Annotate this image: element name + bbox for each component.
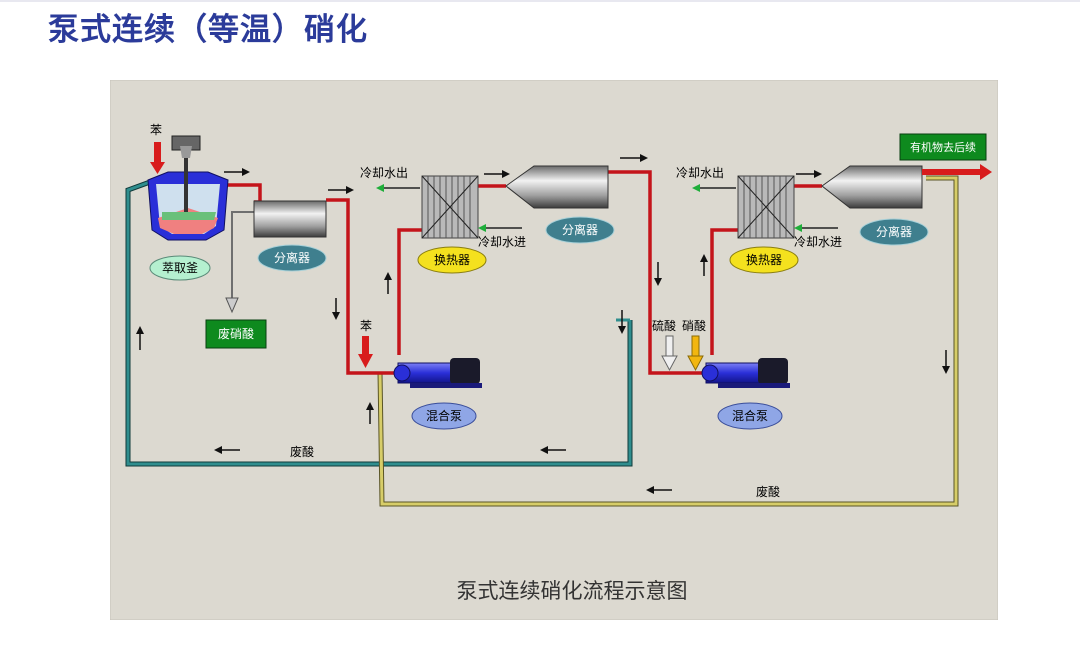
mixing-pump-1-label: 混合泵 xyxy=(426,408,462,423)
extraction-kettle-label: 萃取釜 xyxy=(162,260,198,275)
sulfuric-acid-label: 硫酸 xyxy=(652,318,676,333)
yellow-waste-acid-loop xyxy=(377,175,959,507)
cooling-out-1-head-icon xyxy=(376,184,384,192)
benzene-feed-arrow xyxy=(150,142,165,174)
benzene-feed-label: 苯 xyxy=(150,123,162,137)
organic-product-box xyxy=(899,133,987,161)
sulfuric-acid-inlet-arrow xyxy=(661,335,678,372)
separator-1 xyxy=(253,200,327,238)
separator-3-label: 分离器 xyxy=(876,224,912,239)
drain-arrow-icon xyxy=(225,297,239,314)
cooling-in-1-head-icon xyxy=(478,224,486,232)
waste-sulfuric-drain xyxy=(231,211,255,298)
cooling-water-in-1-label: 冷却水进 xyxy=(478,235,526,249)
mixing-pump-2-label: 混合泵 xyxy=(732,408,768,423)
nitric-acid-inlet-arrow xyxy=(687,335,704,372)
mixing-pump-2 xyxy=(701,358,790,388)
mixing-pump-2-badge xyxy=(717,402,783,430)
benzene-label-1: 苯 xyxy=(360,319,372,333)
heat-exchanger-2-label: 换热器 xyxy=(746,253,782,267)
heat-exchanger-1 xyxy=(421,175,479,239)
heat-exchanger-1-badge xyxy=(417,246,487,274)
organic-outlet-arrow-icon xyxy=(922,164,992,180)
waste-acid-label-teal: 废酸 xyxy=(290,444,314,459)
heat-exchanger-1-label: 换热器 xyxy=(434,253,470,267)
cooling-water-in-2-label: 冷却水进 xyxy=(794,235,842,249)
extraction-kettle xyxy=(147,135,229,241)
separator-2-label: 分离器 xyxy=(562,222,598,237)
waste-acid-label-yellow: 废酸 xyxy=(756,484,780,499)
mixing-pump-1-badge xyxy=(411,402,477,430)
mixing-pump-1 xyxy=(393,358,482,388)
benzene-inlet-arrow xyxy=(358,336,373,368)
nitric-acid-label: 硝酸 xyxy=(682,318,706,333)
separator-1-label: 分离器 xyxy=(274,250,310,265)
process-flow-diagram: 苯 萃取釜 分离器 废硝酸 换热器 冷却水出 冷却水进 分离器 混合泵 xyxy=(110,80,998,620)
diagram-caption: 泵式连续硝化流程示意图 xyxy=(457,579,688,603)
waste-nitric-acid-label: 废硝酸 xyxy=(218,326,254,341)
separator-1-badge xyxy=(257,244,327,272)
separator-2 xyxy=(505,165,609,209)
separator-3-badge xyxy=(859,218,929,246)
top-rule xyxy=(0,0,1080,2)
page-title: 泵式连续（等温）硝化 xyxy=(48,12,368,48)
separator-3 xyxy=(821,165,923,209)
waste-nitric-acid-box xyxy=(205,319,267,349)
cooling-in-2-head-icon xyxy=(794,224,802,232)
separator-2-badge xyxy=(545,216,615,244)
cooling-water-out-2-label: 冷却水出 xyxy=(676,166,724,180)
flow-direction-arrows xyxy=(136,154,950,494)
diagram-background xyxy=(110,80,998,620)
extraction-kettle-badge xyxy=(149,255,211,281)
cooling-water-out-1-label: 冷却水出 xyxy=(360,166,408,180)
organic-product-label: 有机物去后续 xyxy=(910,140,976,154)
heat-exchanger-2-badge xyxy=(729,246,799,274)
cooling-out-2-head-icon xyxy=(692,184,700,192)
heat-exchanger-2 xyxy=(737,175,795,239)
